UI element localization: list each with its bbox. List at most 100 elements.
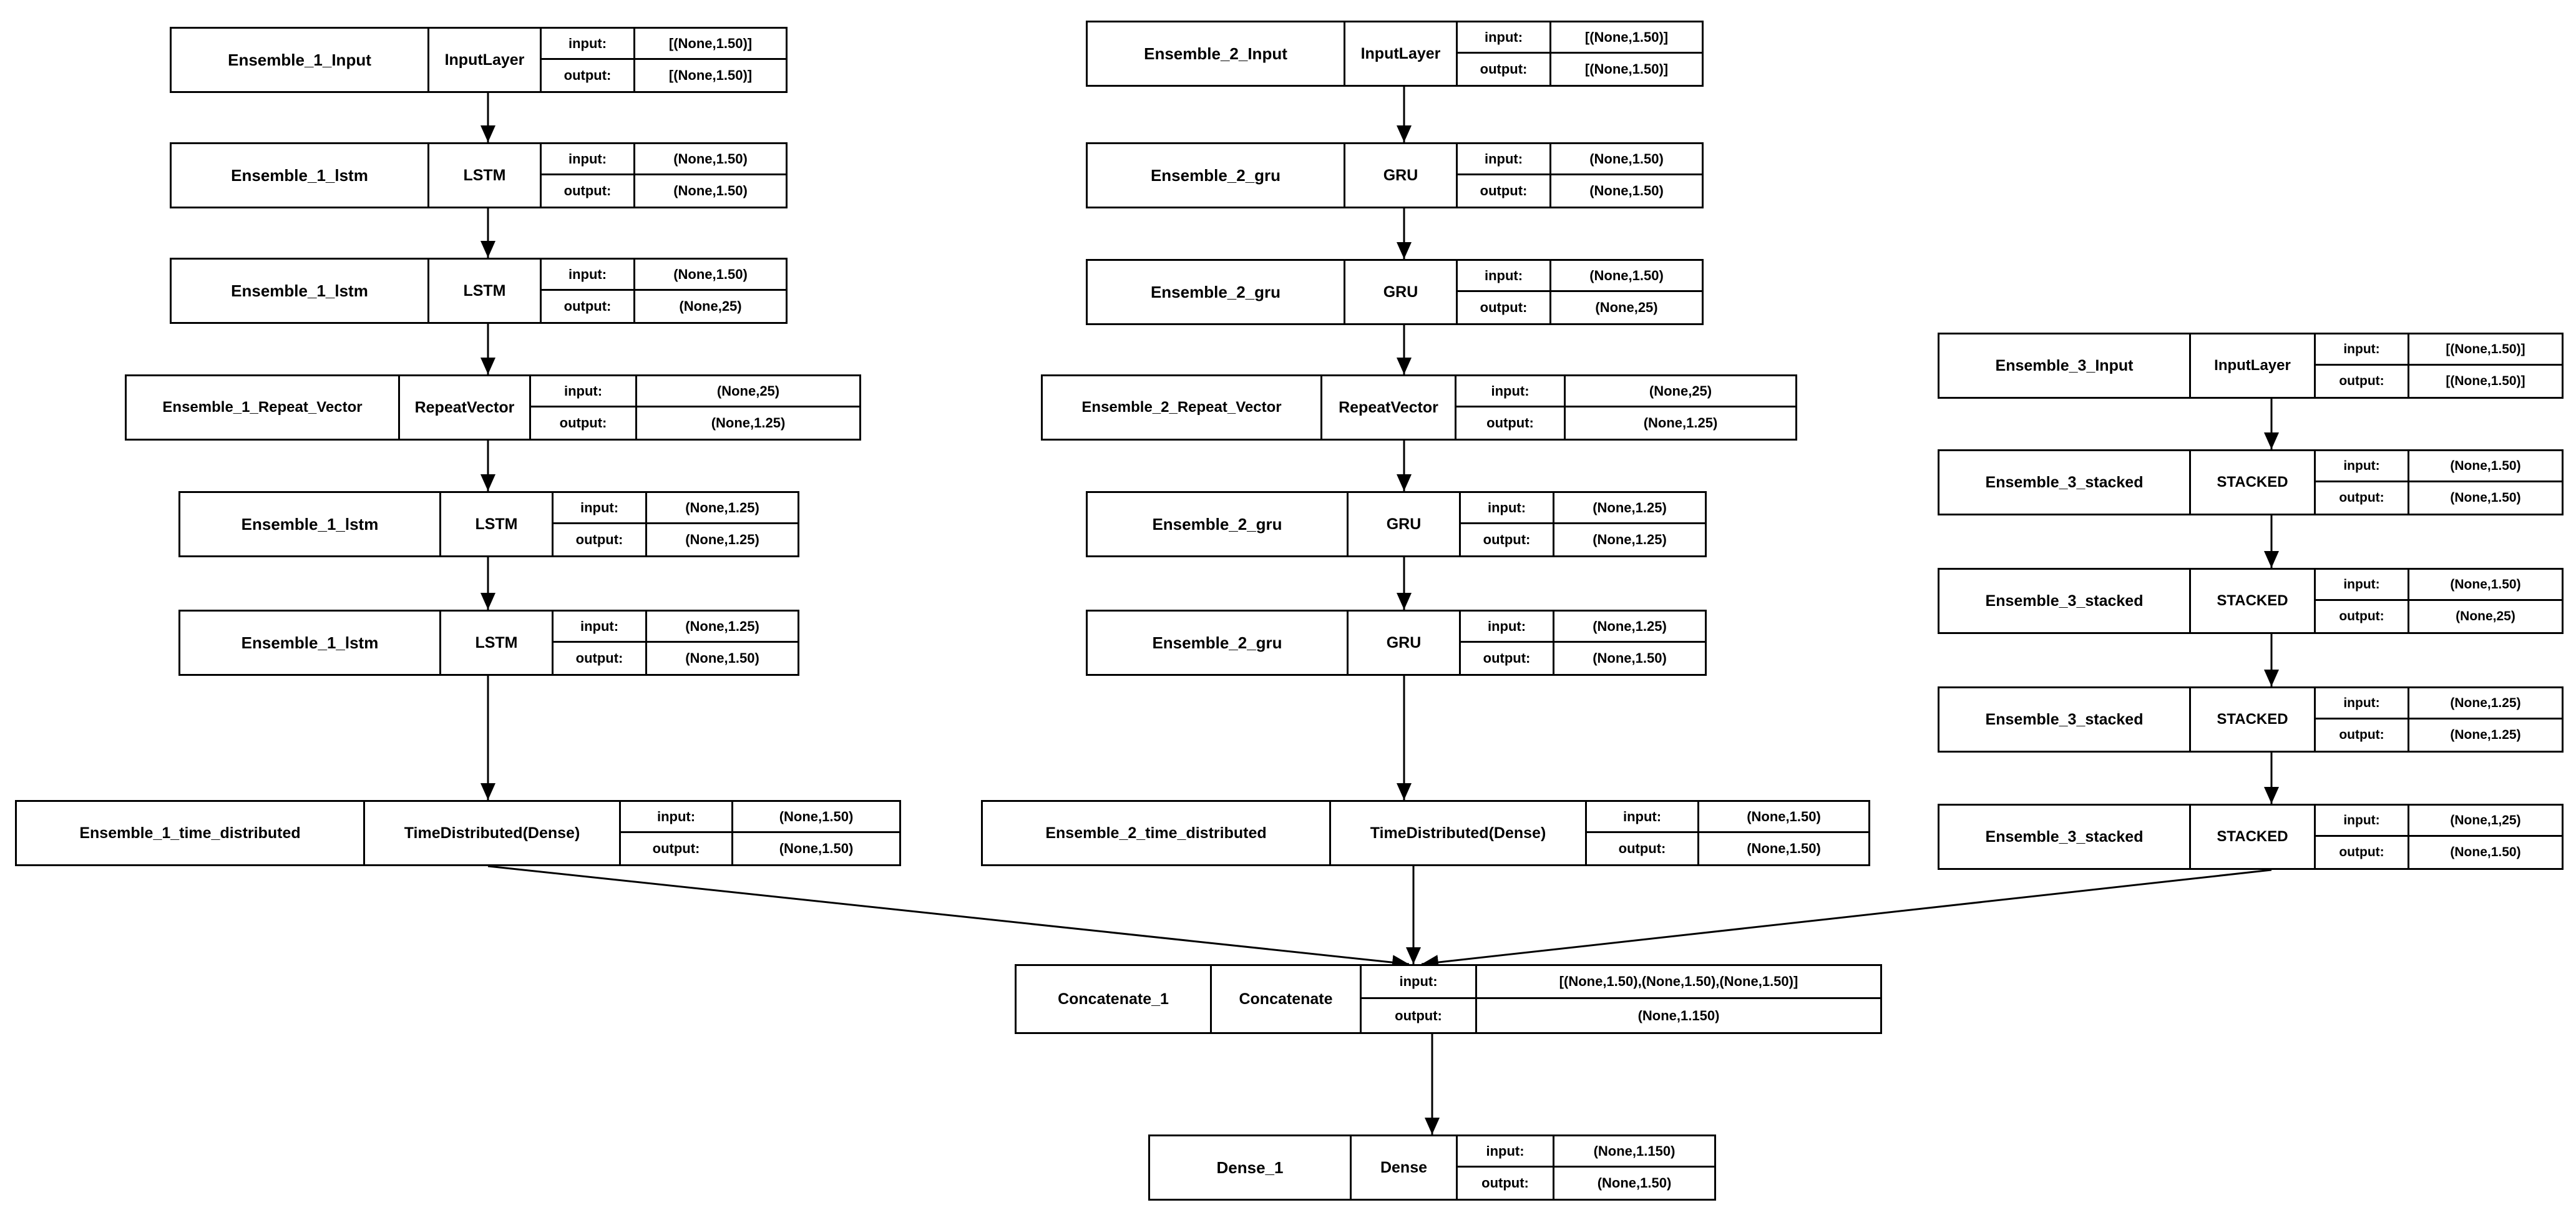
- layer-type: GRU: [1347, 493, 1459, 555]
- output-shape-row: output:(None,1.50): [621, 833, 899, 864]
- output-shape-value: (None,25): [679, 298, 742, 314]
- output-label: output:: [1362, 999, 1477, 1032]
- input-shape-value: [(None,1.50)]: [1584, 29, 1669, 45]
- output-shape-value: (None,1.25): [1643, 415, 1718, 431]
- input-shape-row: input: [(None,1.50)]: [542, 29, 786, 60]
- layer-shapes: input:(None,1,25)output:(None,1.50): [2314, 806, 2562, 868]
- output-shape-row: output:(None,25): [1458, 292, 1702, 323]
- input-label: input:: [542, 29, 635, 58]
- layer-type: Concatenate: [1210, 966, 1360, 1032]
- layer-name: Ensemble_3_stacked: [1985, 473, 2144, 491]
- output-label: output:: [1458, 54, 1551, 85]
- input-shape-row: input:(None,1.25): [2316, 688, 2562, 720]
- layer-shapes: input: (None,1.25) output:(None,1.25): [552, 493, 798, 555]
- output-shape-row: output:(None,1.25): [1461, 524, 1705, 555]
- input-shape-row: input:[(None,1.50)]: [2316, 334, 2562, 366]
- input-label: input:: [1458, 22, 1551, 52]
- input-label: input:: [2316, 334, 2409, 364]
- input-shape-value: (None,1.50): [1589, 150, 1664, 167]
- input-shape-row: input:(None,1.50): [542, 260, 786, 291]
- layer-type: Dense: [1350, 1136, 1456, 1199]
- layer-name: Ensemble_1_Repeat_Vector: [162, 399, 363, 416]
- layer-name: Ensemble_3_stacked: [1985, 710, 2144, 728]
- output-label: output:: [1458, 1168, 1554, 1199]
- output-label: output:: [1461, 524, 1554, 555]
- output-shape-value: [(None,1.50)]: [668, 67, 753, 83]
- output-label: output:: [542, 175, 635, 207]
- input-shape-value: (None,1.50): [1747, 808, 1821, 824]
- layer-type: STACKED: [2189, 688, 2314, 751]
- output-shape-row: output: (None,1.150): [1362, 999, 1880, 1032]
- output-label: output:: [1461, 643, 1554, 674]
- layer-name: Ensemble_1_time_distributed: [79, 824, 301, 842]
- output-shape-row: output:[(None,1.50)]: [2316, 366, 2562, 397]
- layer-type: LSTM: [439, 612, 552, 674]
- input-shape-value: (None,1.25): [685, 499, 759, 515]
- output-shape-value: (None,25): [2456, 609, 2515, 623]
- input-shape-value: (None,1.25): [1593, 618, 1667, 634]
- layer-name: Ensemble_2_gru: [1152, 633, 1282, 652]
- layer-name: Dense_1: [1216, 1158, 1284, 1177]
- input-label: input:: [1456, 376, 1566, 406]
- input-shape-value: (None,25): [716, 383, 780, 399]
- output-label: output:: [2316, 601, 2409, 632]
- output-label: output:: [2316, 482, 2409, 514]
- input-shape-row: input:(None,1.50): [621, 802, 899, 833]
- output-label: output:: [2316, 366, 2409, 397]
- layer-shapes: input:(None,25)output:(None,1.25): [529, 376, 859, 439]
- output-shape-row: output:(None,1.50): [2316, 482, 2562, 514]
- input-shape-row: input:(None,1.50): [1587, 802, 1868, 833]
- output-label: output:: [1456, 407, 1566, 439]
- input-label: input:: [1458, 144, 1551, 173]
- input-shape-row: input: (None,1.25): [554, 493, 798, 524]
- output-shape-value: (None,1.25): [711, 415, 786, 431]
- output-shape-value: (None,1.50): [1589, 183, 1664, 198]
- output-shape-value: (None,1.150): [1637, 1007, 1720, 1023]
- layer-shapes: input:[(None,1.50)]output:[(None,1.50)]: [2314, 334, 2562, 397]
- output-shape-value: (None,1.50): [1593, 650, 1667, 666]
- layer-name: Ensemble_3_stacked: [1985, 827, 2144, 846]
- output-shape-row: output:(None,1.50): [2316, 837, 2562, 868]
- layer-type: InputLayer: [2189, 334, 2314, 397]
- layer-shapes: input:(None,1.50)output:(None,1.50): [1585, 802, 1868, 864]
- input-shape-row: input:(None,1.50): [2316, 570, 2562, 601]
- layer-name: Ensemble_1_lstm: [231, 165, 368, 185]
- output-shape-row: output:(None,1.25): [554, 524, 798, 555]
- input-label: input:: [2316, 688, 2409, 718]
- input-shape-row: input:(None,25): [531, 376, 859, 407]
- layer-name: Ensemble_2_Input: [1144, 44, 1287, 63]
- layer-name: Ensemble_3_stacked: [1985, 592, 2144, 610]
- input-shape-value: (None,1.150): [1593, 1143, 1676, 1159]
- input-shape-value: [(None,1.50)]: [668, 35, 753, 51]
- output-shape-value: (None,1.50): [1747, 841, 1821, 856]
- input-shape-row: input:(None,1.150): [1458, 1136, 1714, 1168]
- output-label: output:: [2316, 720, 2409, 751]
- layer-name: Ensemble_2_gru: [1150, 282, 1281, 301]
- output-shape-row: output: (None,25): [2316, 601, 2562, 632]
- input-shape-value: [(None,1.50),(None,1.50),(None,1.50)]: [1559, 973, 1798, 989]
- input-shape-row: input:(None,1.50): [542, 144, 786, 175]
- input-label: input:: [554, 493, 647, 522]
- output-shape-row: output: (None,1.25): [1456, 407, 1795, 439]
- layer-name: Ensemble_2_gru: [1150, 165, 1281, 185]
- input-shape-row: input: (None,1.50): [1458, 144, 1702, 175]
- input-label: input:: [1461, 493, 1554, 522]
